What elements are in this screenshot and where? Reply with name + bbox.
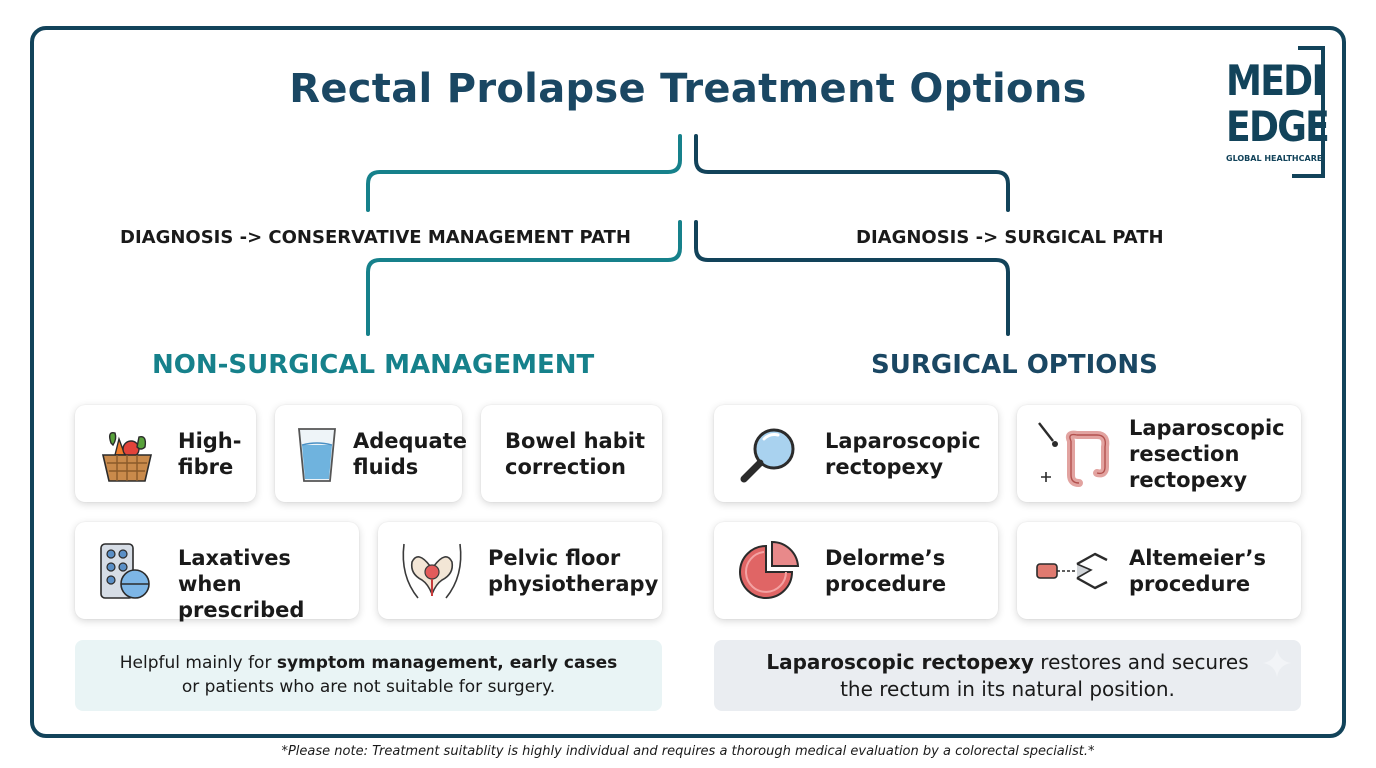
pelvis-icon [402, 543, 462, 599]
vegetable-basket-icon [101, 432, 153, 482]
pill-pack-icon [100, 543, 150, 599]
sparkle-icon [1263, 649, 1291, 677]
connector-left-lower [366, 220, 682, 336]
logo-line-2: EDGE [1226, 102, 1330, 151]
connector-right-lower [694, 220, 1010, 336]
surgical-note: Laparoscopic rectopexy restores and secu… [714, 640, 1301, 711]
card-high-fibre: High-fibre [75, 405, 256, 502]
non-surgical-heading: NON-SURGICAL MANAGEMENT [152, 350, 595, 380]
water-glass-icon [298, 428, 336, 482]
logo-line-1: MEDI [1226, 56, 1325, 105]
surgical-path-label: DIAGNOSIS -> SURGICAL PATH [856, 227, 1164, 248]
tissue-section-icon [739, 540, 800, 599]
conservative-path-label: DIAGNOSIS -> CONSERVATIVE MANAGEMENT PAT… [120, 227, 631, 248]
surgical-heading: SURGICAL OPTIONS [871, 350, 1158, 380]
connector-right-upper [694, 134, 1010, 212]
connector-left-upper [366, 134, 682, 212]
colon-instrument-icon [1038, 422, 1110, 487]
page-title: Rectal Prolapse Treatment Options [289, 66, 1087, 112]
high-fibre-label: High-fibre [178, 429, 242, 479]
medi-edge-logo: MEDI EDGE GLOBAL HEALTHCARE [1224, 46, 1330, 178]
footnote: *Please note: Treatment suitablity is hi… [281, 744, 1095, 759]
logo-tagline: GLOBAL HEALTHCARE [1226, 154, 1323, 163]
magnifier-icon [740, 428, 795, 483]
main-frame [30, 26, 1346, 738]
clamp-instrument-icon [1036, 552, 1108, 590]
non-surgical-note: Helpful mainly for symptom management, e… [75, 640, 662, 711]
